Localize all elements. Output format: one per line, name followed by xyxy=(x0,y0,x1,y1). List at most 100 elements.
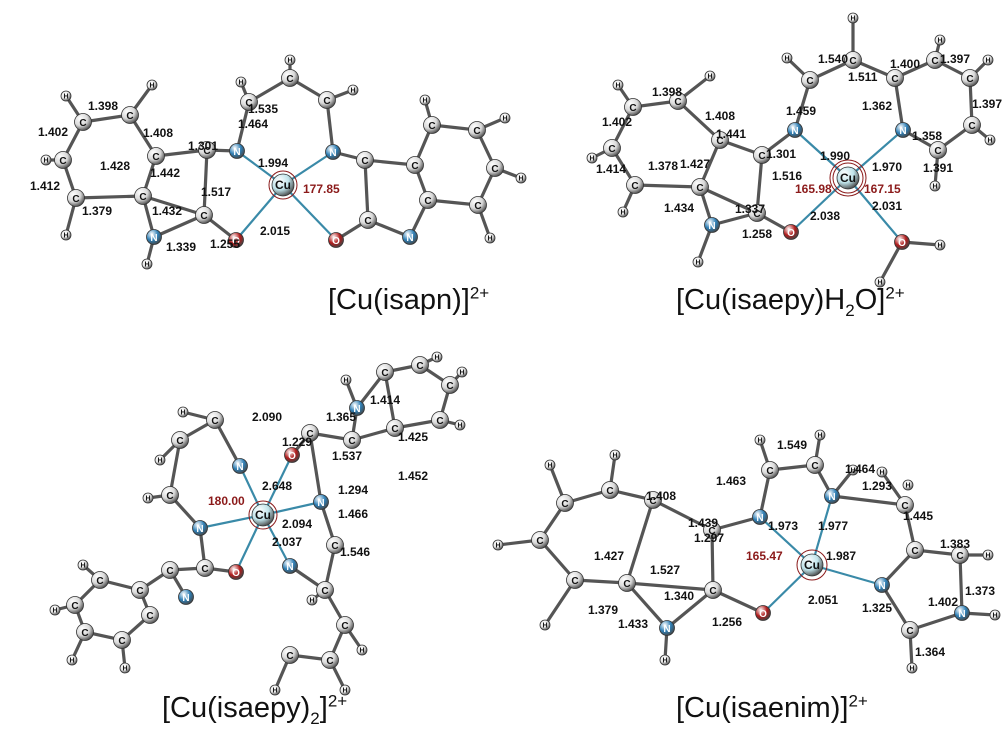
isaenim-metal-bond xyxy=(810,494,834,567)
isapn-carbon-label: C xyxy=(79,118,86,129)
isaenim-hydrogen-atom xyxy=(989,609,1001,621)
isaepy2-nitrogen-label: N xyxy=(182,593,189,604)
isaepy2-hydrogen-label: H xyxy=(342,688,347,695)
isapn-carbon-atom xyxy=(121,106,139,124)
isaepyH2O-carbon-atom xyxy=(926,51,944,69)
isapn-carbon-label: C xyxy=(203,146,210,157)
isaepy2-nitrogen-label: N xyxy=(286,562,293,573)
isaepyH2O-bond-length-label: 1.441 xyxy=(716,127,746,141)
isapn-carbon-atom xyxy=(281,69,299,87)
isaenim-hydrogen-atom xyxy=(982,549,994,561)
isapn-carbon-label: C xyxy=(411,161,418,172)
isaenim-nitrogen-atom xyxy=(954,605,970,621)
isaenim-bond-length-label: 1.256 xyxy=(712,615,742,629)
isaepy2-carbon-atom xyxy=(91,571,109,589)
isapn-hydrogen-label: H xyxy=(518,176,523,183)
isaepy2-oxygen-atom xyxy=(228,564,244,580)
isaepyH2O-carbon-label: C xyxy=(891,74,898,85)
isaepy2-angle-label: 180.00 xyxy=(208,494,245,508)
isaepy2-bond-length-label: 1.537 xyxy=(332,449,362,463)
isaenim-hydrogen-label: H xyxy=(495,543,500,550)
isaepyH2O-hydrogen-label: H xyxy=(985,58,990,65)
isapn-carbon-label: C xyxy=(361,156,368,167)
isaepy2-carbon-label: C xyxy=(166,491,173,502)
isaepyH2O-carbon-atom xyxy=(711,131,729,149)
isaepy2-nitrogen-label: N xyxy=(317,498,324,509)
isaepy2-hydrogen-label: H xyxy=(180,410,185,417)
isaepyH2O-hydrogen-label: H xyxy=(620,210,625,217)
isaenim-carbon-label: C xyxy=(901,501,908,512)
isaepy2-bond xyxy=(308,431,323,504)
isaenim-carbon-atom xyxy=(566,571,584,589)
isaepyH2O-carbon-label: C xyxy=(696,183,703,194)
isaenim-bond-length-label: 1.364 xyxy=(915,645,945,659)
isapn-bond-length-label: 1.994 xyxy=(258,156,288,170)
isaepy2-carbon-atom xyxy=(76,623,94,641)
isaepyH2O-bond-length-label: 1.970 xyxy=(872,160,902,174)
isaepyH2O-carbon-atom xyxy=(603,139,621,157)
isapn-hydrogen-label: H xyxy=(502,116,507,123)
isaepyH2O-carbon-label: C xyxy=(806,76,813,87)
isaenim-hydrogen-atom xyxy=(876,466,888,478)
isaepy2-oxygen-atom xyxy=(284,447,300,463)
isapn-carbon-atom xyxy=(198,141,216,159)
isaepy2-hydrogen-atom xyxy=(142,492,154,504)
isaenim-bond-length-label: 1.463 xyxy=(716,474,746,488)
isaenim-carbon-atom xyxy=(618,574,636,592)
isaepy2-carbon-atom xyxy=(196,559,214,577)
isapn-hydrogen-atom xyxy=(347,84,359,96)
isaenim-hydrogen-label: H xyxy=(850,468,855,475)
isaenim-bond-length-label: 1.402 xyxy=(928,595,958,609)
isaepyH2O-metal-bond xyxy=(793,128,850,180)
isaepy2-carbon-label: C xyxy=(81,628,88,639)
isaenim-bond-length-label: 1.977 xyxy=(818,519,848,533)
isaenim-carbon-atom xyxy=(556,494,574,512)
isapn-angle-label: 177.85 xyxy=(303,182,340,196)
isapn-carbon-label: C xyxy=(126,111,133,122)
title-isaepy-h2o: [Cu(isaepy)H2O]2+ xyxy=(676,284,905,319)
isapn-hydrogen-label: H xyxy=(43,158,48,165)
isaepy2-hydrogen-label: H xyxy=(457,423,462,430)
isapn-carbon-atom xyxy=(147,147,165,165)
isaepy2-bond-length-label: 1.546 xyxy=(340,545,370,559)
isaepy2-bond-length-label: 1.414 xyxy=(370,393,400,407)
isaepy2-bond-length-label: 1.425 xyxy=(398,430,428,444)
isaepy2-hydrogen-label: H xyxy=(52,608,57,615)
isapn-carbon-atom xyxy=(468,121,486,139)
isaepyH2O-bond xyxy=(633,183,702,189)
isapn-bond-length-label: 1.442 xyxy=(150,166,180,180)
isaepy2-carbon-label: C xyxy=(391,424,398,435)
isaenim-bond-length-label: 1.987 xyxy=(826,549,856,563)
isaepy2-carbon-atom xyxy=(161,486,179,504)
isapn-hydrogen-label: H xyxy=(63,233,68,240)
isapn-nitrogen-label: N xyxy=(233,147,240,158)
title-isaepy2-charge: 2+ xyxy=(327,691,348,711)
isapn-carbon-atom xyxy=(74,113,92,131)
isaepyH2O-hydrogen-atom xyxy=(984,134,996,146)
isapn-carbon-atom xyxy=(486,159,504,177)
isapn-nitrogen-label: N xyxy=(150,233,157,244)
isaenim-bond-length-label: 1.973 xyxy=(768,519,798,533)
isapn-nitrogen-atom xyxy=(146,229,162,245)
isaepyH2O-carbon-atom xyxy=(801,71,819,89)
isapn-bond-length-label: 1.464 xyxy=(238,117,268,131)
isaepy2-carbon-label: C xyxy=(446,381,453,392)
isaenim-hydrogen-label: H xyxy=(662,658,667,665)
isaenim-nitrogen-label: N xyxy=(828,492,835,503)
isaepyH2O-hydrogen-label: H xyxy=(784,56,789,63)
isaenim-bond-length-label: 1.293 xyxy=(862,479,892,493)
isapn-bond xyxy=(363,158,370,222)
title-isaepy-h2o-main: [Cu(isaepy)H xyxy=(676,284,846,316)
isapn-carbon-atom xyxy=(406,156,424,174)
isaepy2-bond-length-label: 1.229 xyxy=(282,435,312,449)
isapn-nitrogen-label: N xyxy=(406,233,413,244)
isapn-carbon-atom xyxy=(356,151,374,169)
isaepy2-hydrogen-label: H xyxy=(343,378,348,385)
isaepyH2O-carbon-atom xyxy=(929,141,947,159)
isapn-bond-length-label: 1.428 xyxy=(100,159,130,173)
isaepy2-carbon-label: C xyxy=(146,611,153,622)
isaenim-hydrogen-atom xyxy=(906,662,918,674)
isaepyH2O-bond-length-label: 1.362 xyxy=(862,99,892,113)
isapn-bond-length-label: 1.255 xyxy=(210,237,240,251)
isaepy2-carbon-label: C xyxy=(331,541,338,552)
